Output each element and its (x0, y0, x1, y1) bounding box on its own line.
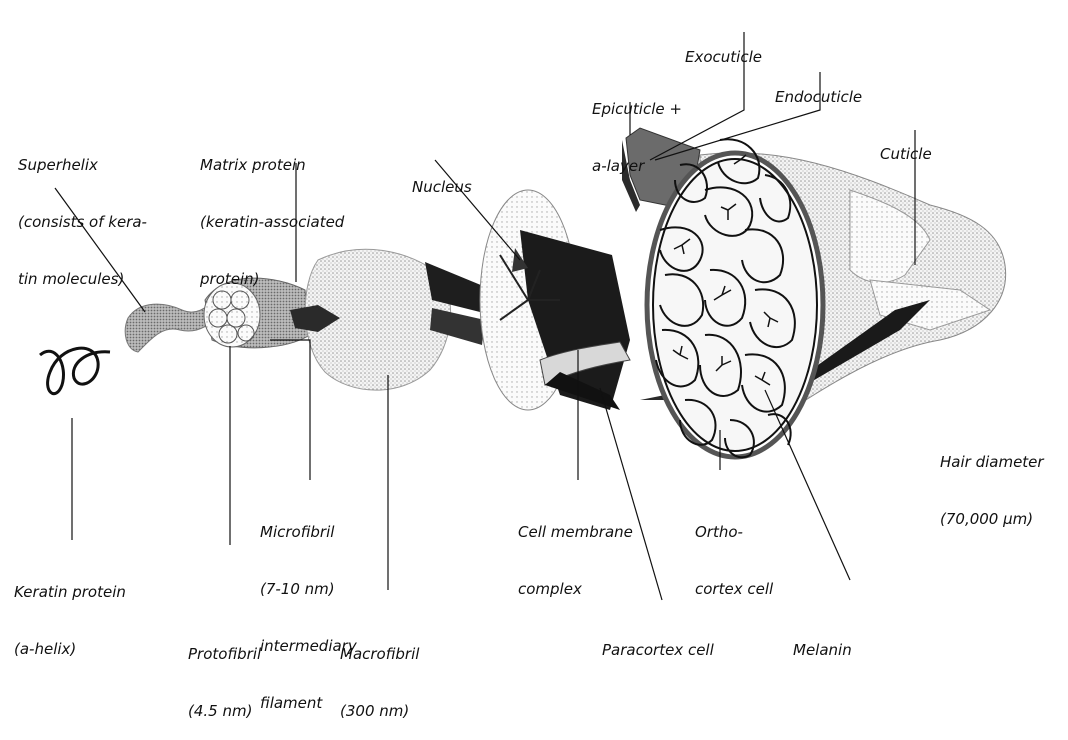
label-macrofibril: Macrofibril (300 nm) (340, 607, 419, 740)
label-exocuticle: Exocuticle (685, 10, 762, 86)
label-keratin-protein: Keratin protein (a-helix) (14, 545, 126, 678)
label-hair-diameter: Hair diameter (70,000 μm) (940, 415, 1044, 548)
label-superhelix: Superhelix (consists of kera- tin molecu… (18, 118, 147, 308)
cortex-cell-section (480, 190, 630, 410)
label-endocuticle: Endocuticle (775, 50, 862, 126)
label-protofibril: Protofibril (4.5 nm) (188, 607, 261, 740)
label-cuticle: Cuticle (880, 107, 932, 183)
label-orthocortex-cell: Ortho- cortex cell (695, 485, 773, 618)
label-melanin: Melanin (793, 603, 852, 679)
label-cell-membrane-complex: Cell membrane complex (518, 485, 633, 618)
label-matrix-protein: Matrix protein (keratin-associated prote… (200, 118, 344, 308)
label-epicuticle: Epicuticle + a-layer (592, 62, 682, 195)
label-paracortex-cell: Paracortex cell (602, 603, 714, 679)
hair-structure-diagram: Exocuticle Endocuticle Epicuticle + a-la… (0, 0, 1068, 647)
keratin-coil (40, 348, 110, 393)
label-nucleus: Nucleus (412, 140, 472, 216)
